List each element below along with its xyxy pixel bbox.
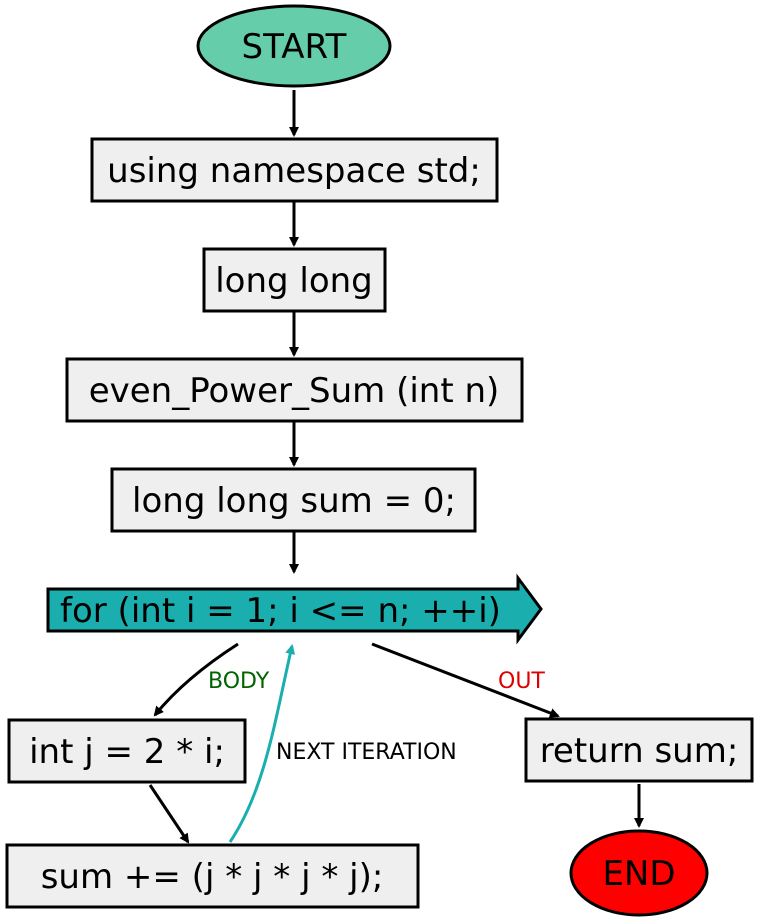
- edge-loop-out: [371, 642, 560, 718]
- long-long-label: long long: [215, 261, 373, 301]
- next-iteration-label: NEXT ITERATION: [276, 740, 457, 765]
- sum-init-node: long long sum = 0;: [110, 467, 477, 533]
- int-j-label: int j = 2 * i;: [29, 732, 225, 772]
- function-label: even_Power_Sum (int n): [89, 371, 500, 411]
- return-node: return sum;: [524, 717, 754, 783]
- start-node: START: [196, 4, 392, 88]
- out-label: OUT: [498, 669, 545, 694]
- using-namespace-node: using namespace std;: [90, 137, 499, 203]
- long-long-node: long long: [202, 247, 387, 313]
- edge-next-iteration: [228, 644, 296, 843]
- function-node: even_Power_Sum (int n): [65, 357, 524, 423]
- edge-intj-sumadd: [148, 784, 190, 844]
- end-node: END: [569, 829, 709, 917]
- for-loop-node: for (int i = 1; i <= n; ++i): [46, 573, 543, 645]
- using-namespace-label: using namespace std;: [107, 151, 481, 191]
- return-label: return sum;: [540, 731, 739, 771]
- sum-add-node: sum += (j * j * j * j);: [5, 843, 420, 909]
- sum-add-label: sum += (j * j * j * j);: [41, 857, 384, 897]
- for-loop-label: for (int i = 1; i <= n; ++i): [60, 591, 501, 631]
- end-label: END: [602, 854, 675, 894]
- int-j-node: int j = 2 * i;: [7, 718, 247, 784]
- start-label: START: [242, 27, 347, 67]
- edge-loop-body: [153, 642, 239, 717]
- sum-init-label: long long sum = 0;: [132, 481, 456, 521]
- body-label: BODY: [208, 669, 270, 694]
